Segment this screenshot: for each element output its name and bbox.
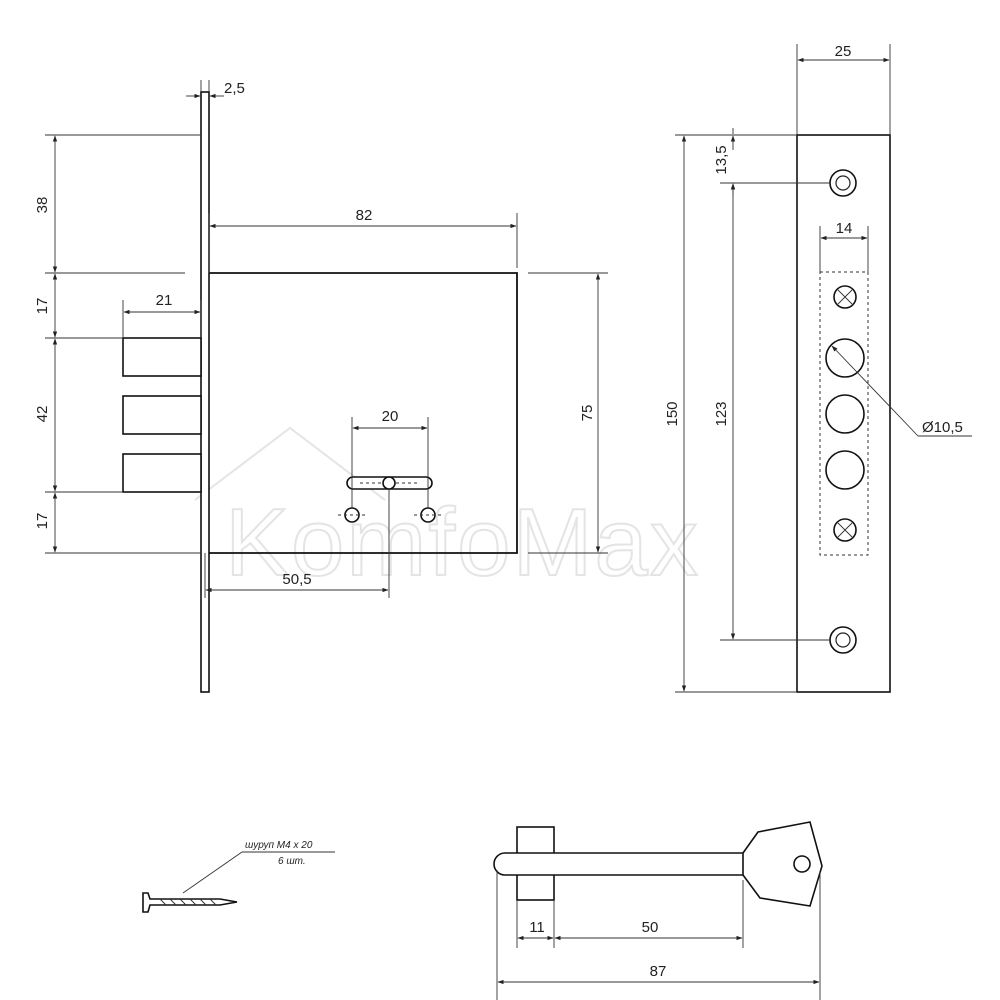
dim-body-height: 75 bbox=[579, 405, 596, 422]
dim-top-offset: 38 bbox=[34, 197, 51, 214]
key-shaft bbox=[493, 852, 746, 876]
screw-note-spec: шуруп М4 х 20 bbox=[245, 840, 313, 851]
key-bow bbox=[742, 821, 823, 907]
dim-screw-spacing: 123 bbox=[713, 401, 730, 426]
dim-key-hole-spacing: 20 bbox=[382, 408, 399, 425]
screw-leader-line bbox=[182, 851, 243, 894]
watermark-text: KomfoMax bbox=[225, 489, 700, 596]
keyhole-center bbox=[382, 476, 396, 490]
screw-note-qty: 6 шт. bbox=[278, 856, 306, 867]
bolt-middle bbox=[122, 395, 202, 435]
dim-plate-thickness: 2,5 bbox=[224, 80, 245, 97]
screw-view: шуруп М4 х 20 6 шт. bbox=[142, 840, 335, 913]
dim-gap-bottom: 17 bbox=[34, 513, 51, 530]
faceplate-bolt-hole-3 bbox=[825, 450, 865, 490]
key-view: 11 50 87 bbox=[493, 821, 823, 1000]
dim-hole-column-width: 14 bbox=[836, 220, 853, 237]
faceplate-front-view: 25 13,5 14 150 123 Ø10,5 bbox=[664, 43, 972, 693]
dim-hole-diameter: Ø10,5 bbox=[922, 419, 963, 436]
lock-faceplate-side bbox=[200, 91, 210, 693]
bolt-bottom bbox=[122, 453, 202, 493]
dim-key-collar: 11 bbox=[529, 919, 545, 936]
screw-icon bbox=[142, 892, 238, 913]
watermark-group: KomfoMax bbox=[194, 426, 700, 597]
dim-body-width: 82 bbox=[356, 207, 373, 224]
faceplate-screw-bottom bbox=[829, 626, 857, 654]
dim-faceplate-width: 25 bbox=[835, 43, 852, 60]
faceplate-bolt-hole-2 bbox=[825, 394, 865, 434]
lock-case bbox=[209, 272, 518, 554]
dim-bolt-span: 42 bbox=[34, 406, 51, 423]
dim-screw-offset: 13,5 bbox=[713, 145, 730, 174]
dim-faceplate-length: 150 bbox=[664, 401, 681, 426]
faceplate-screw-top bbox=[829, 169, 857, 197]
dim-bolt-depth: 21 bbox=[156, 292, 173, 309]
dim-key-shaft: 50 bbox=[642, 919, 659, 936]
lock-body-view: 2,5 38 82 21 17 42 17 75 20 50,5 bbox=[34, 80, 608, 693]
dim-key-length: 87 bbox=[650, 963, 667, 980]
key-ring-hole bbox=[793, 855, 811, 873]
dim-gap-top: 17 bbox=[34, 298, 51, 315]
watermark-house-icon bbox=[194, 426, 386, 501]
bolt-top bbox=[122, 337, 202, 377]
bolt-window-region bbox=[819, 271, 869, 556]
faceplate-bolt-hole-1 bbox=[825, 338, 865, 378]
dim-backset: 50,5 bbox=[282, 571, 311, 588]
